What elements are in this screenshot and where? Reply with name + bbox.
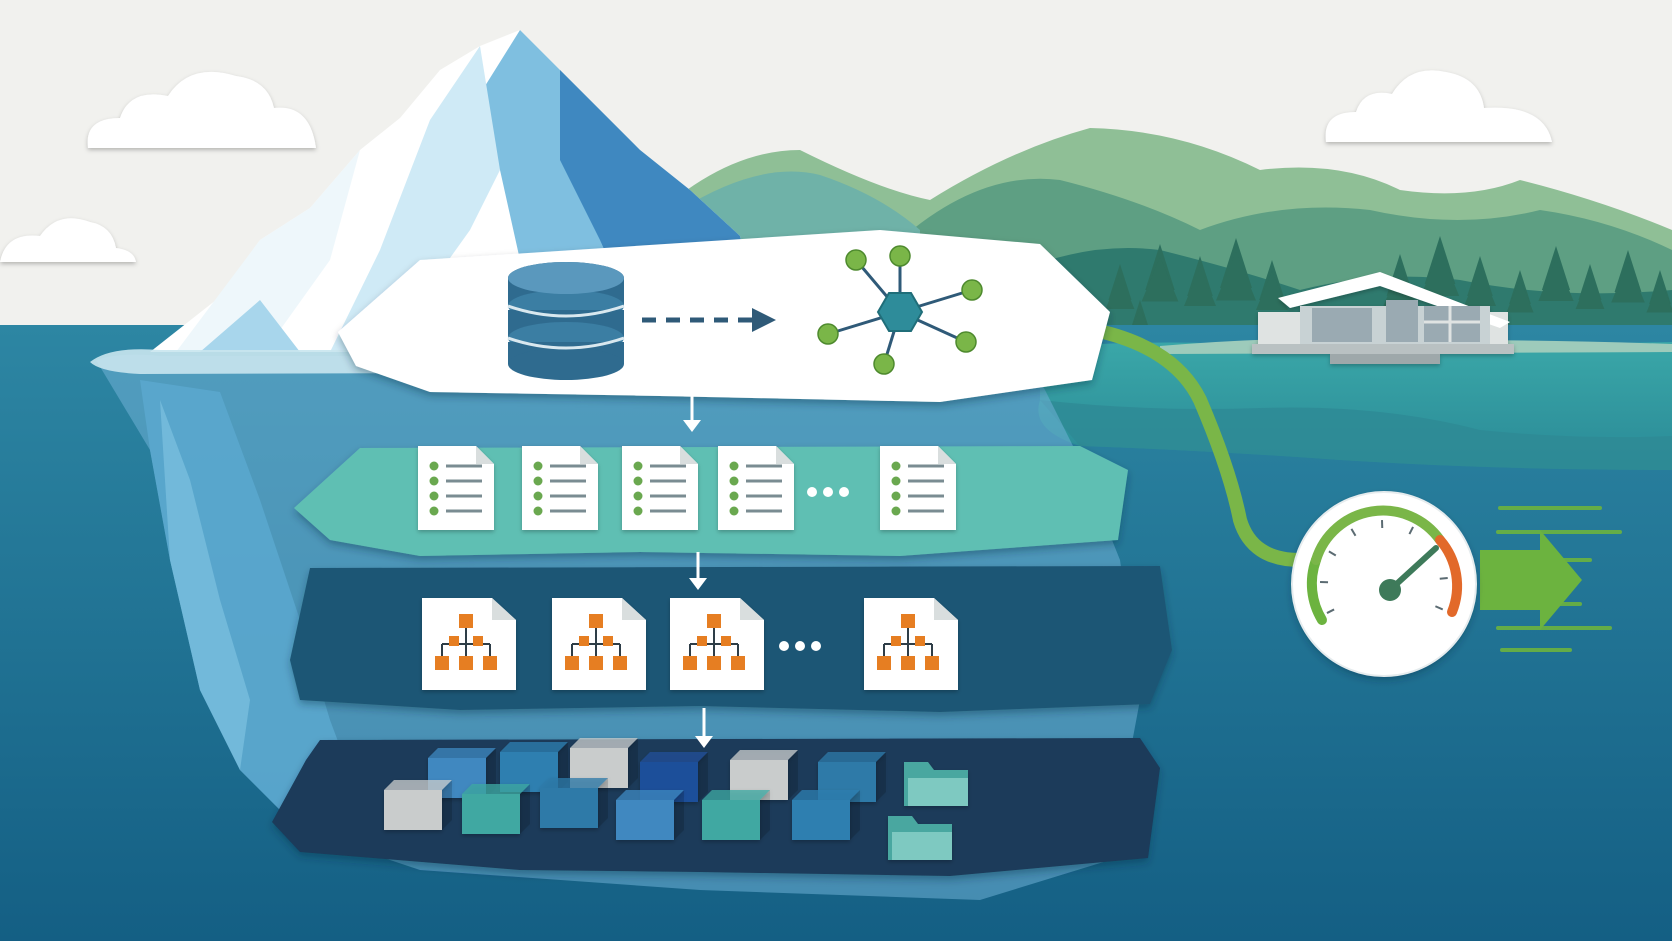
metadata-file-icon <box>522 446 598 530</box>
folder-icon <box>888 816 952 860</box>
manifest-tree-icon <box>670 598 764 690</box>
pine-tree-icon <box>1538 246 1574 301</box>
pine-tree-icon <box>1506 270 1534 313</box>
arrow-down-icon <box>689 552 707 590</box>
arrow-right-icon <box>1480 530 1582 630</box>
cloud-icon <box>87 71 316 148</box>
metadata-file-icon <box>622 446 698 530</box>
ellipsis-icon <box>779 641 821 651</box>
folder-icon <box>904 762 968 806</box>
data-block-icon <box>616 790 684 840</box>
cloud-icon <box>0 218 136 262</box>
ellipsis-icon <box>807 487 849 497</box>
data-block-icon <box>702 790 770 840</box>
layer-arrows <box>683 396 713 748</box>
manifest-files <box>422 598 958 690</box>
metadata-file-icon <box>418 446 494 530</box>
pine-tree-icon <box>1105 264 1135 309</box>
metadata-file-icon <box>880 446 956 530</box>
database-icon <box>507 262 625 380</box>
pine-tree-icon <box>1646 270 1672 313</box>
lakehouse-building-icon <box>1252 272 1514 364</box>
data-blocks <box>384 738 968 860</box>
data-block-icon <box>792 790 860 840</box>
pine-tree-icon <box>1216 238 1256 301</box>
network-hub-icon <box>817 245 983 375</box>
cloud-icon <box>1325 70 1552 142</box>
arrow-down-icon <box>683 396 701 432</box>
data-block-icon <box>540 778 608 828</box>
speedometer-icon <box>1291 491 1622 677</box>
lagoon-shadow <box>1040 400 1672 470</box>
manifest-tree-icon <box>864 598 958 690</box>
manifest-tree-icon <box>422 598 516 690</box>
pine-tree-icon <box>1611 250 1645 303</box>
pine-tree-icon <box>1141 244 1179 302</box>
metadata-files <box>418 446 956 530</box>
arrow-right-dashed-icon <box>642 308 776 332</box>
data-block-icon <box>462 784 530 834</box>
pine-tree-icon <box>1575 264 1605 309</box>
manifest-tree-icon <box>552 598 646 690</box>
arrow-down-icon <box>695 708 713 748</box>
pine-tree-icon <box>1256 260 1288 310</box>
data-block-icon <box>384 780 452 830</box>
pine-tree-icon <box>1420 236 1460 296</box>
pine-tree-icon <box>1184 256 1216 306</box>
metadata-file-icon <box>718 446 794 530</box>
pine-tree-icon <box>1464 256 1496 306</box>
